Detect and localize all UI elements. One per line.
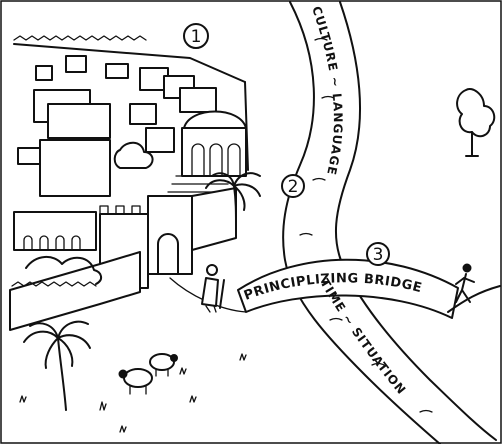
marker-2-number: 2 [288,177,299,197]
grass [20,354,246,432]
marker-3-number: 3 [373,245,384,265]
robed-figure [202,265,224,312]
marker-3: 3 [367,243,389,265]
marker-1-number: 1 [191,27,202,47]
tree-right [457,89,494,156]
palm-tree-left [24,322,90,410]
marker-2: 2 [282,175,304,197]
marker-1: 1 [184,24,208,48]
sheep [119,354,178,394]
